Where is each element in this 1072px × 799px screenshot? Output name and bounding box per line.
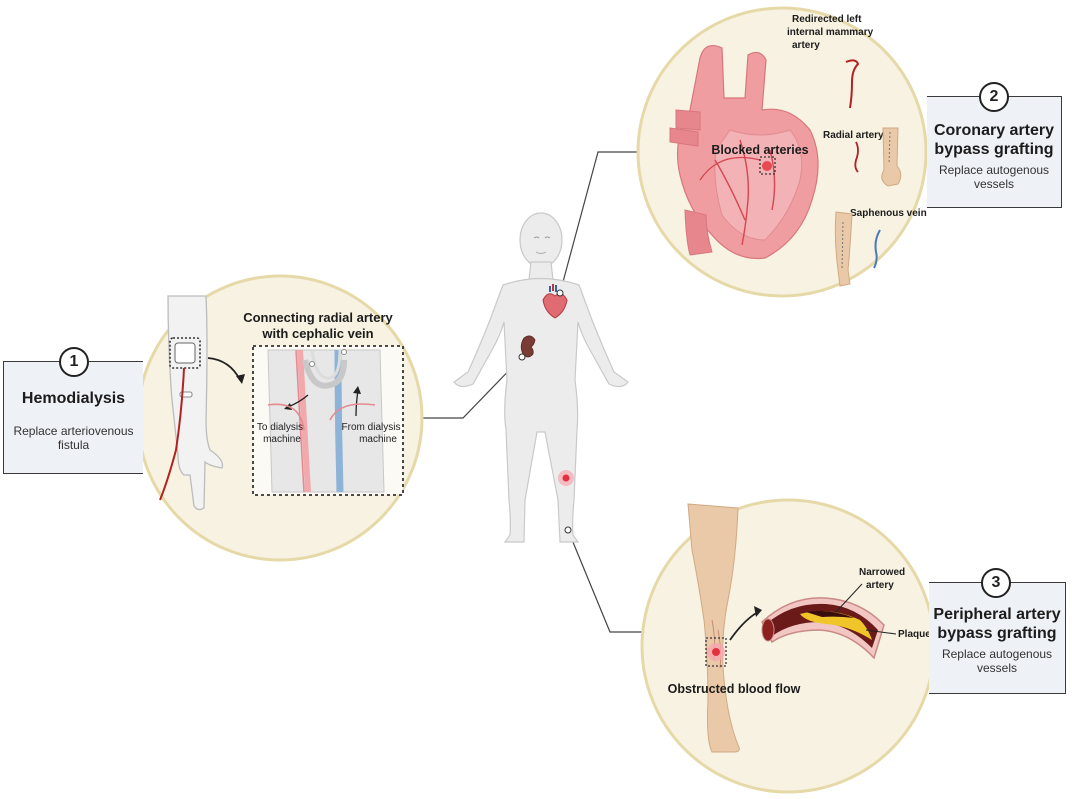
- connector-kidney-hemodialysis: [422, 356, 523, 419]
- peripheral-title-line-1: Peripheral artery: [933, 606, 1061, 623]
- saphenous-vein-graft: [873, 229, 881, 269]
- small-heart: [542, 284, 568, 319]
- leg-blockage: [562, 474, 570, 482]
- mammary-label-3: artery: [792, 40, 820, 51]
- obstruction-zoom-box: [705, 637, 727, 667]
- fistula-detail: [252, 345, 404, 496]
- hemodialysis-detail-title-1: Connecting radial artery: [243, 310, 393, 325]
- to-dialysis-label-2: machine: [263, 434, 301, 445]
- body-head: [519, 212, 563, 268]
- coronary-title-line-1: Coronary artery: [933, 122, 1055, 139]
- coronary-card: 2 Coronary artery bypass grafting Replac…: [927, 82, 1062, 208]
- face-mouth: [535, 251, 547, 254]
- from-dialysis-label-1: From dialysis: [342, 422, 401, 433]
- hemodialysis-subtitle: Replace arteriovenous fistula: [4, 424, 143, 452]
- coronary-subtitle: Replace autogenous vessels: [927, 163, 1061, 191]
- leg-marker: [564, 526, 572, 534]
- blocked-arteries-label: Blocked arteries: [711, 143, 808, 157]
- hemodialysis-card: 1 Hemodialysis Replace arteriovenous fis…: [3, 347, 143, 474]
- mammary-artery-graft: [845, 59, 860, 109]
- hemodialysis-subtitle-line-2: fistula: [57, 438, 90, 452]
- radial-artery-label: Radial artery: [823, 130, 884, 141]
- hemodialysis-title: Hemodialysis: [21, 390, 126, 407]
- hemodialysis-subtitle-line-1: Replace arteriovenous: [13, 424, 134, 438]
- small-kidney: [520, 335, 536, 358]
- from-dialysis-label-2: machine: [359, 434, 397, 445]
- peripheral-card: 3 Peripheral artery bypass grafting Repl…: [929, 568, 1066, 694]
- peripheral-title-line-2: bypass grafting: [937, 625, 1057, 642]
- human-body: [453, 212, 629, 543]
- kidney-marker: [518, 353, 526, 361]
- peripheral-title: Peripheral artery bypass grafting: [929, 605, 1065, 643]
- narrowed-artery-label-1: Narrowed: [859, 567, 905, 578]
- connector-heart-coronary: [559, 151, 638, 294]
- peripheral-subtitle-line-1: Replace autogenous: [941, 647, 1053, 661]
- coronary-title-line-2: bypass grafting: [934, 141, 1054, 158]
- artery-cross-section: [761, 597, 885, 660]
- body-details: [518, 236, 574, 534]
- hemodialysis-detail-title-2: with cephalic vein: [261, 326, 373, 341]
- leg-incision: [841, 221, 844, 271]
- lower-leg-illustration: [687, 503, 740, 753]
- heart-illustration: [669, 45, 819, 260]
- to-dialysis-label-1: To dialysis: [257, 422, 303, 433]
- coronary-subtitle-line-1: Replace autogenous: [938, 163, 1050, 177]
- obstructed-blood-flow-label: Obstructed blood flow: [668, 682, 801, 696]
- arm-incision: [888, 131, 891, 165]
- peripheral-subtitle-line-2: vessels: [976, 661, 1017, 675]
- arm-donor-site: [881, 127, 902, 187]
- forearm-illustration: [159, 295, 224, 511]
- body-neck: [528, 261, 554, 281]
- heart-marker: [556, 289, 564, 297]
- plaque-label: Plaque: [898, 629, 931, 640]
- radial-artery-line: [159, 367, 185, 501]
- peripheral-circle: [640, 498, 936, 794]
- zoom-arrow-head: [236, 374, 245, 384]
- leg-donor-site: [834, 211, 853, 287]
- saphenous-vein-label: Saphenous vein: [850, 208, 927, 219]
- coronary-subtitle-line-2: vessels: [973, 177, 1014, 191]
- fistula-patch: [174, 342, 196, 364]
- peripheral-zoom-arrow-head: [754, 606, 762, 617]
- mammary-label-1: Redirected left: [792, 14, 862, 25]
- connector-lines: [422, 151, 646, 633]
- step-2-badge: 2: [979, 82, 1009, 112]
- face-eyes: [533, 236, 551, 239]
- step-3-badge: 3: [981, 568, 1011, 598]
- connector-leg-peripheral: [567, 529, 646, 633]
- body-torso: [453, 277, 629, 543]
- coronary-title: Coronary artery bypass grafting: [927, 121, 1061, 159]
- narrowed-artery-label-2: artery: [866, 580, 894, 591]
- radial-artery-graft: [854, 141, 859, 173]
- step-1-badge: 1: [59, 347, 89, 377]
- fistula-zoom-box: [169, 337, 201, 369]
- peripheral-subtitle: Replace autogenous vessels: [929, 647, 1065, 675]
- mammary-label-2: internal mammary: [787, 27, 874, 38]
- narrowed-pointer: [835, 583, 863, 613]
- plaque-pointer: [865, 629, 897, 635]
